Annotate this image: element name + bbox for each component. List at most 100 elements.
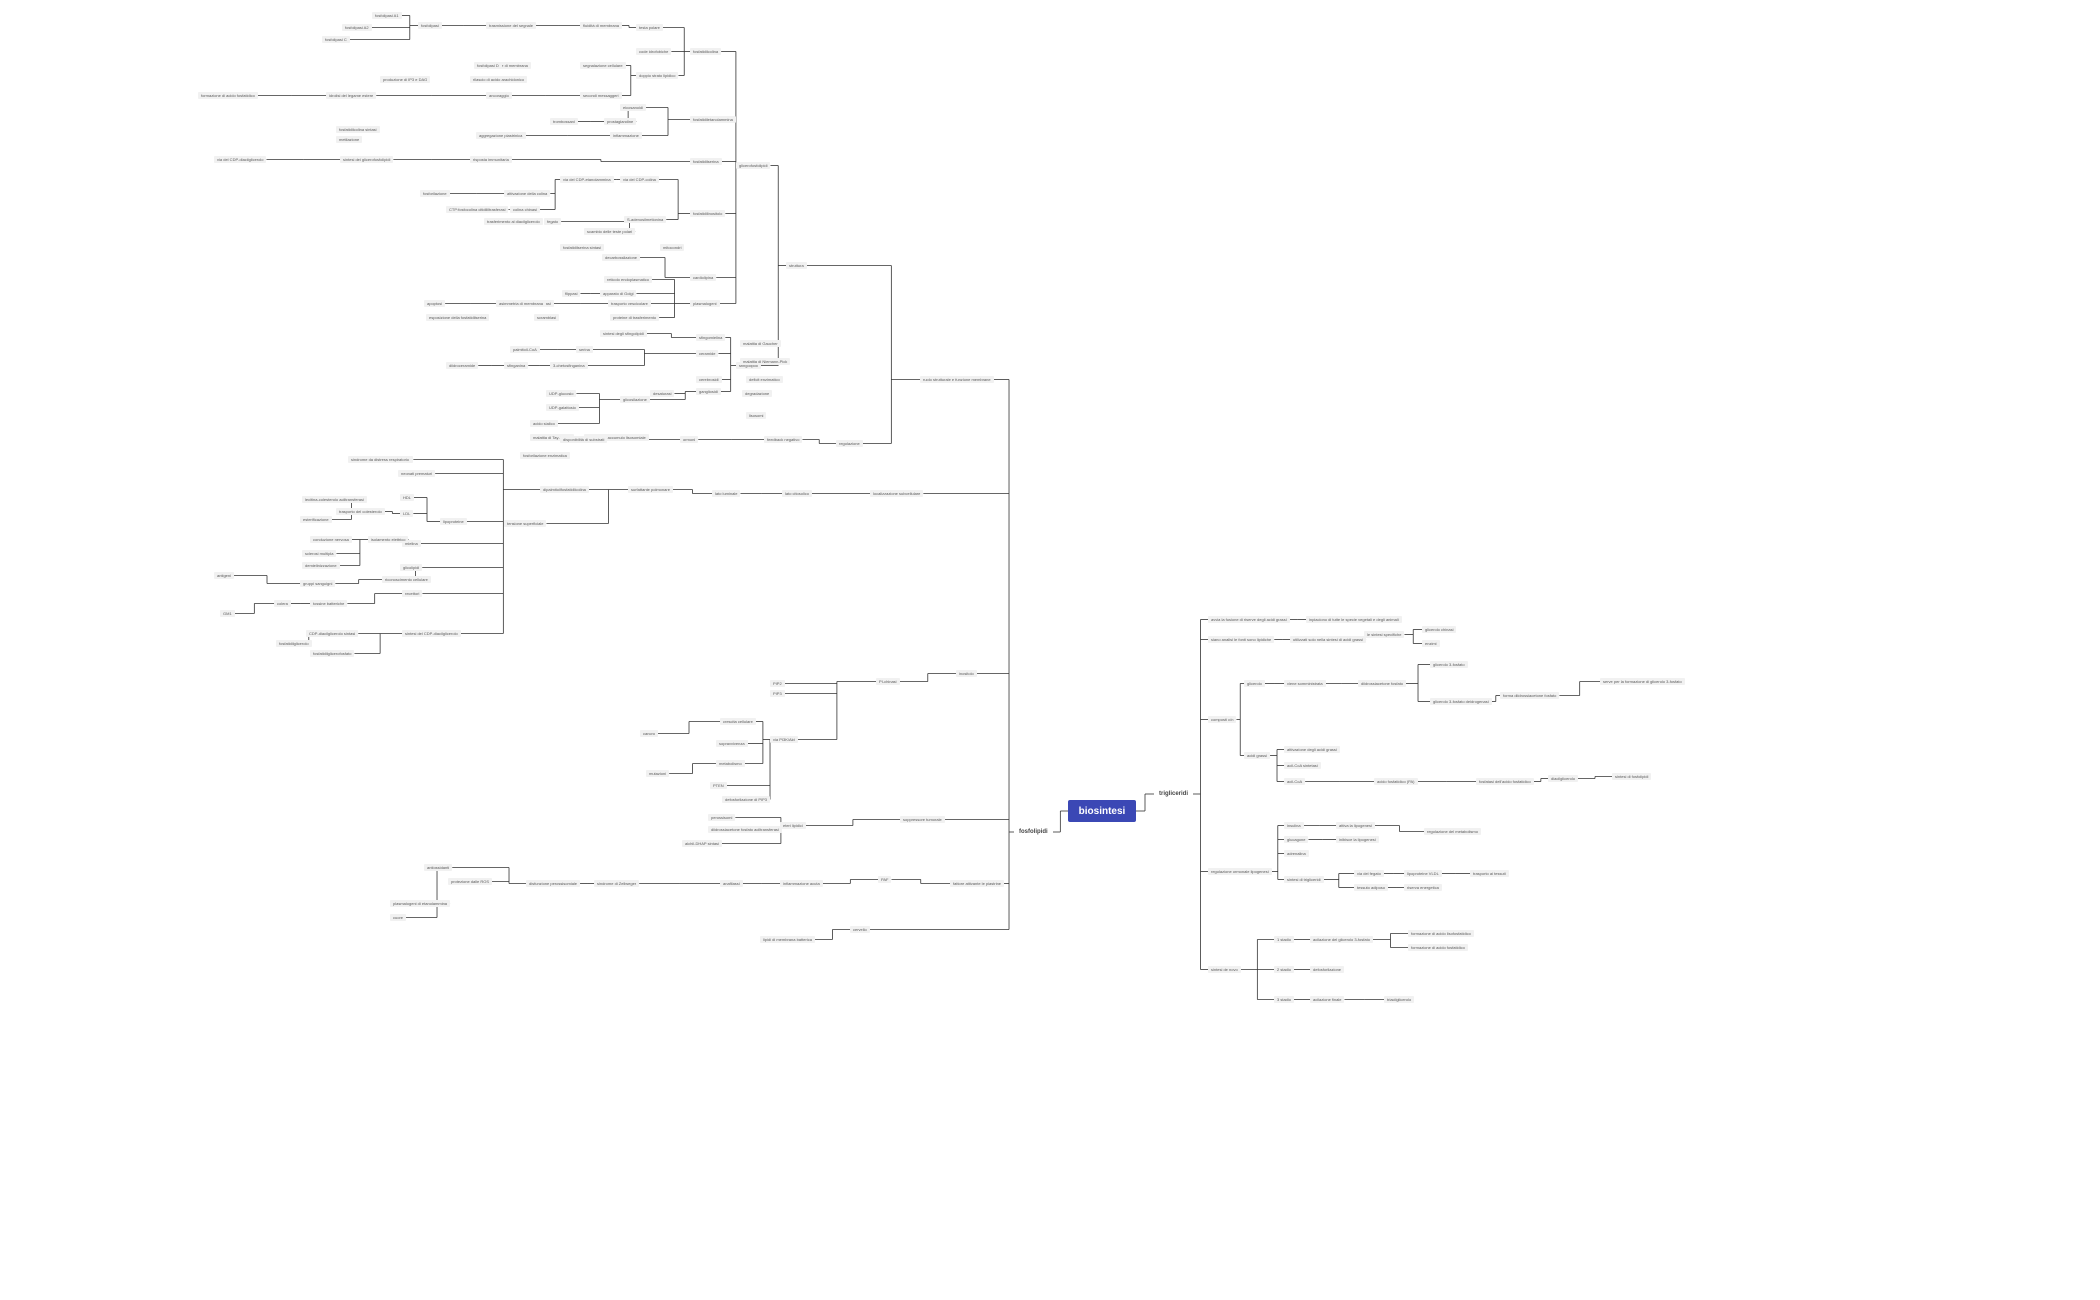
fosf-node-142[interactable]: anafilassi: [720, 880, 743, 887]
trig-node-1[interactable]: avvia la fusione di riserve degli acidi …: [1208, 616, 1290, 623]
fosf-node-90[interactable]: localizzazione subcellulare: [870, 490, 924, 497]
trig-node-36[interactable]: riserva energetica: [1404, 884, 1442, 891]
fosf-node-115[interactable]: tossine batteriche: [310, 600, 348, 607]
fosf-node-4[interactable]: sfingolipidi: [736, 362, 761, 369]
fosf-node-122[interactable]: inositolo: [956, 670, 977, 677]
fosf-node-104[interactable]: esterificazione: [300, 516, 332, 523]
trig-node-14[interactable]: forma diidrossiacetone fosfato: [1500, 692, 1560, 699]
fosf-node-150[interactable]: lipidi di membrana batterica: [760, 936, 815, 943]
trig-node-3[interactable]: siano analisi le fonti sono lipidiche: [1208, 636, 1275, 643]
fosf-node-139[interactable]: fattore attivante le piastrine: [950, 880, 1005, 887]
trig-node-24[interactable]: regolazione ormonale lipogenesi: [1208, 868, 1272, 875]
trig-node-29[interactable]: inibisce la lipogenesi: [1336, 836, 1379, 843]
trig-node-5[interactable]: le sintesi specifiche: [1364, 631, 1405, 638]
fosf-node-33[interactable]: eicosanoidi: [620, 104, 647, 111]
fosf-node-86[interactable]: feedback negativo: [764, 436, 803, 443]
fosf-node-88[interactable]: ormoni: [680, 436, 699, 443]
fosf-node-135[interactable]: eteri lipidici: [780, 822, 806, 829]
trig-node-44[interactable]: defosforilazione: [1310, 966, 1345, 973]
fosf-node-21[interactable]: trasmissione del segnale: [486, 22, 537, 29]
root-node-biosintesi[interactable]: biosintesi: [1068, 800, 1136, 822]
trig-node-8[interactable]: composti c/n: [1208, 716, 1237, 723]
fosf-node-105[interactable]: mielina: [402, 540, 421, 547]
trig-node-39[interactable]: 2 stadio: [1274, 966, 1295, 973]
fosf-node-7[interactable]: fosfatidilserina: [690, 158, 722, 165]
fosf-node-50[interactable]: metilazione: [336, 136, 363, 143]
trig-node-19[interactable]: acil-CoA: [1284, 778, 1306, 785]
fosf-node-118[interactable]: sintesi del CDP-diacilglicerolo: [402, 630, 461, 637]
fosf-node-24[interactable]: fosfolipasi: [418, 22, 442, 29]
fosf-node-56[interactable]: mitocondri: [660, 244, 685, 251]
fosf-node-140[interactable]: PAF: [878, 876, 892, 883]
branch-fosfolipidi[interactable]: fosfolipidi: [1014, 826, 1053, 838]
fosf-node-22[interactable]: proteine di membrana: [486, 62, 531, 69]
fosf-node-37[interactable]: infiammazione: [610, 132, 642, 139]
fosf-node-43[interactable]: via del CDP-etanolammina: [560, 176, 614, 183]
trig-node-34[interactable]: trasporto ai tessuti: [1470, 870, 1509, 877]
fosf-node-98[interactable]: neonati prematuri: [398, 470, 436, 477]
fosf-node-67[interactable]: sintesi degli sfingolipidi: [600, 330, 647, 337]
fosf-node-40[interactable]: sintesi dei glicerofosfolipidi: [340, 156, 394, 163]
trig-node-42[interactable]: formazione di acido lisofosfatidico: [1408, 930, 1474, 937]
fosf-node-97[interactable]: sindrome da distress respiratorio: [348, 456, 413, 463]
trig-node-12[interactable]: glicerolo 3-fosfato: [1430, 661, 1468, 668]
fosf-node-117[interactable]: GM1: [220, 610, 235, 617]
fosf-node-69[interactable]: palmitoil-CoA: [510, 346, 540, 353]
fosf-node-70[interactable]: 3-chetosfinganina: [550, 362, 588, 369]
fosf-node-55[interactable]: decarbossilazione: [602, 254, 641, 261]
fosf-node-46[interactable]: colina chinasi: [510, 206, 541, 213]
fosf-node-109[interactable]: demielinizzazione: [302, 562, 340, 569]
fosf-node-57[interactable]: reticolo endoplasmatico: [604, 276, 653, 283]
fosf-node-103[interactable]: lecitina-colesterolo aciltransferasi: [302, 496, 367, 503]
fosf-node-143[interactable]: sindrome di Zellweger: [594, 880, 640, 887]
fosf-node-110[interactable]: glicolipidi: [400, 564, 423, 571]
fosf-node-123[interactable]: PI-chinasi: [876, 678, 900, 685]
fosf-node-132[interactable]: PTEN: [710, 782, 727, 789]
fosf-node-101[interactable]: LDL: [400, 510, 414, 517]
trig-node-26[interactable]: glucagone: [1284, 836, 1309, 843]
fosf-node-3[interactable]: glicerofosfolipidi: [736, 162, 771, 169]
fosf-node-141[interactable]: infiammazione acuta: [780, 880, 823, 887]
trig-node-7[interactable]: enzimi: [1422, 640, 1440, 647]
trig-node-21[interactable]: fosfatasi dell'acido fosfatidico: [1476, 778, 1534, 785]
fosf-node-64[interactable]: asimmetria di membrana: [496, 300, 547, 307]
fosf-node-85[interactable]: regolazione: [836, 440, 863, 447]
fosf-node-112[interactable]: gruppi sanguigni: [300, 580, 336, 587]
fosf-node-149[interactable]: cervello: [850, 926, 870, 933]
fosf-node-32[interactable]: formazione di acido fosfatidico: [198, 92, 258, 99]
fosf-node-41[interactable]: via del CDP-diacilglicerolo: [214, 156, 267, 163]
fosf-node-78[interactable]: malattie da accumulo lisosomiale: [584, 434, 649, 441]
fosf-node-130[interactable]: cancro: [640, 730, 659, 737]
trig-node-9[interactable]: glicerolo: [1244, 680, 1265, 687]
fosf-node-93[interactable]: surfattante polmonare: [628, 486, 673, 493]
fosf-node-35[interactable]: trombossani: [550, 118, 578, 125]
trig-node-43[interactable]: formazione di acido fosfatidico: [1408, 944, 1468, 951]
fosf-node-59[interactable]: trasporto vescicolare: [608, 300, 651, 307]
fosf-node-72[interactable]: diidroceramide: [446, 362, 479, 369]
trig-node-18[interactable]: acil-CoA sintetasi: [1284, 762, 1321, 769]
fosf-node-58[interactable]: apparato di Golgi: [600, 290, 637, 297]
fosf-node-148[interactable]: cuore: [390, 914, 407, 921]
fosf-node-106[interactable]: isolamento elettrico: [368, 536, 409, 543]
fosf-node-75[interactable]: UDP-glucosio: [546, 390, 577, 397]
fosf-node-29[interactable]: rilascio di acido arachidonico: [470, 76, 528, 83]
trig-node-40[interactable]: 3 stadio: [1274, 996, 1295, 1003]
fosf-node-91[interactable]: lato citosolico: [782, 490, 813, 497]
fosf-node-34[interactable]: prostaglandine: [604, 118, 637, 125]
fosf-node-120[interactable]: fosfatidilglicerolo: [276, 640, 312, 647]
fosf-node-9[interactable]: cardiolipina: [690, 274, 717, 281]
trig-node-37[interactable]: sintesi de novo: [1208, 966, 1241, 973]
fosf-node-51[interactable]: S-adenosilmetionina: [624, 216, 667, 223]
trig-node-28[interactable]: attiva la lipogenesi: [1336, 822, 1375, 829]
fosf-node-79[interactable]: malattia di Tay-Sachs: [530, 434, 574, 441]
fosf-node-10[interactable]: plasmalogeni: [690, 300, 720, 307]
fosf-node-82[interactable]: deficit enzimatico: [746, 376, 783, 383]
fosf-node-66[interactable]: esposizione della fosfatidilserina: [426, 314, 490, 321]
trig-node-4[interactable]: utilizzati solo nella sintesi di acidi g…: [1290, 636, 1367, 643]
fosf-node-129[interactable]: metabolismo: [716, 760, 745, 767]
fosf-node-52[interactable]: fegato: [544, 218, 562, 225]
trig-node-41[interactable]: acilazione del glicerolo 3-fosfato: [1310, 936, 1373, 943]
fosf-node-80[interactable]: malattia di Gaucher: [740, 340, 781, 347]
fosf-node-61[interactable]: flippasi: [562, 290, 581, 297]
fosf-node-12[interactable]: ceramide: [696, 350, 719, 357]
